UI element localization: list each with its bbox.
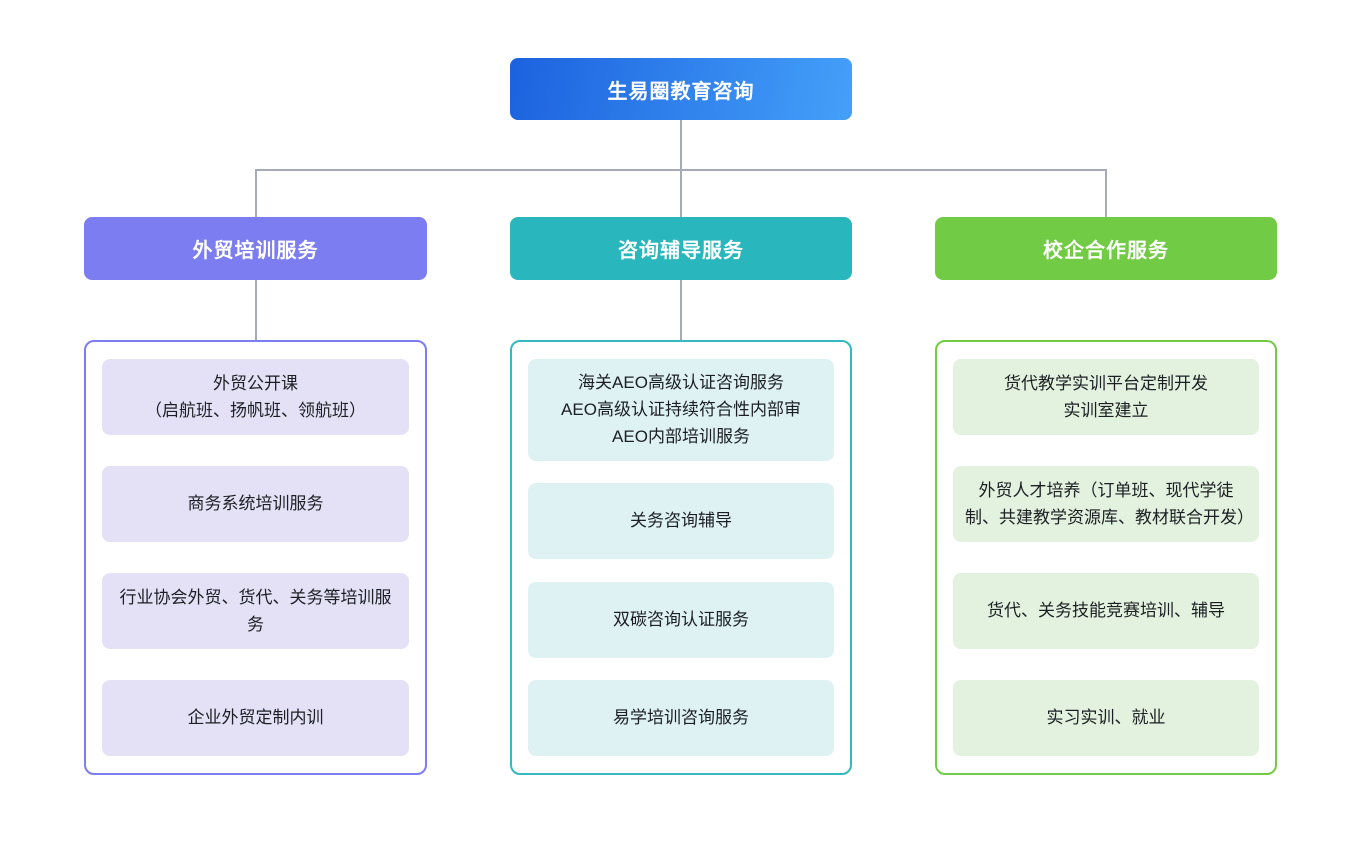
service-item: 关务咨询辅导 xyxy=(528,483,834,560)
service-item: 实习实训、就业 xyxy=(953,680,1259,756)
branch-header-foreign-trade-training: 外贸培训服务 xyxy=(84,217,427,280)
service-item: 行业协会外贸、货代、关务等培训服务 xyxy=(102,573,409,649)
service-item: 外贸公开课 （启航班、扬帆班、领航班） xyxy=(102,359,409,435)
branch-list-school-enterprise-cooperation: 货代教学实训平台定制开发 实训室建立 外贸人才培养（订单班、现代学徒制、共建教学… xyxy=(935,340,1277,775)
connector-branch-2-to-list xyxy=(680,280,682,340)
branch-list-consulting-coaching: 海关AEO高级认证咨询服务 AEO高级认证持续符合性内部审 AEO内部培训服务 … xyxy=(510,340,852,775)
service-item: 企业外贸定制内训 xyxy=(102,680,409,756)
connector-drop-branch-2 xyxy=(680,169,682,217)
service-item: 海关AEO高级认证咨询服务 AEO高级认证持续符合性内部审 AEO内部培训服务 xyxy=(528,359,834,461)
service-item: 货代教学实训平台定制开发 实训室建立 xyxy=(953,359,1259,435)
service-item: 货代、关务技能竞赛培训、辅导 xyxy=(953,573,1259,649)
branch-header-consulting-coaching: 咨询辅导服务 xyxy=(510,217,852,280)
connector-drop-branch-3 xyxy=(1105,169,1107,217)
service-item: 双碳咨询认证服务 xyxy=(528,581,834,658)
service-item: 商务系统培训服务 xyxy=(102,466,409,542)
root-node-label: 生易圈教育咨询 xyxy=(607,80,755,103)
service-item: 易学培训咨询服务 xyxy=(528,679,834,756)
service-item: 外贸人才培养（订单班、现代学徒制、共建教学资源库、教材联合开发） xyxy=(953,466,1259,542)
root-node: 生易圈教育咨询 xyxy=(510,58,852,120)
branch-header-label: 外贸培训服务 xyxy=(192,240,319,262)
branch-list-foreign-trade-training: 外贸公开课 （启航班、扬帆班、领航班） 商务系统培训服务 行业协会外贸、货代、关… xyxy=(84,340,427,775)
connector-root-stem xyxy=(680,120,682,170)
connector-drop-branch-1 xyxy=(255,169,257,217)
branch-header-label: 校企合作服务 xyxy=(1043,240,1169,262)
connector-branch-1-to-list xyxy=(255,280,257,340)
branch-header-school-enterprise-cooperation: 校企合作服务 xyxy=(935,217,1277,280)
branch-header-label: 咨询辅导服务 xyxy=(618,240,744,262)
